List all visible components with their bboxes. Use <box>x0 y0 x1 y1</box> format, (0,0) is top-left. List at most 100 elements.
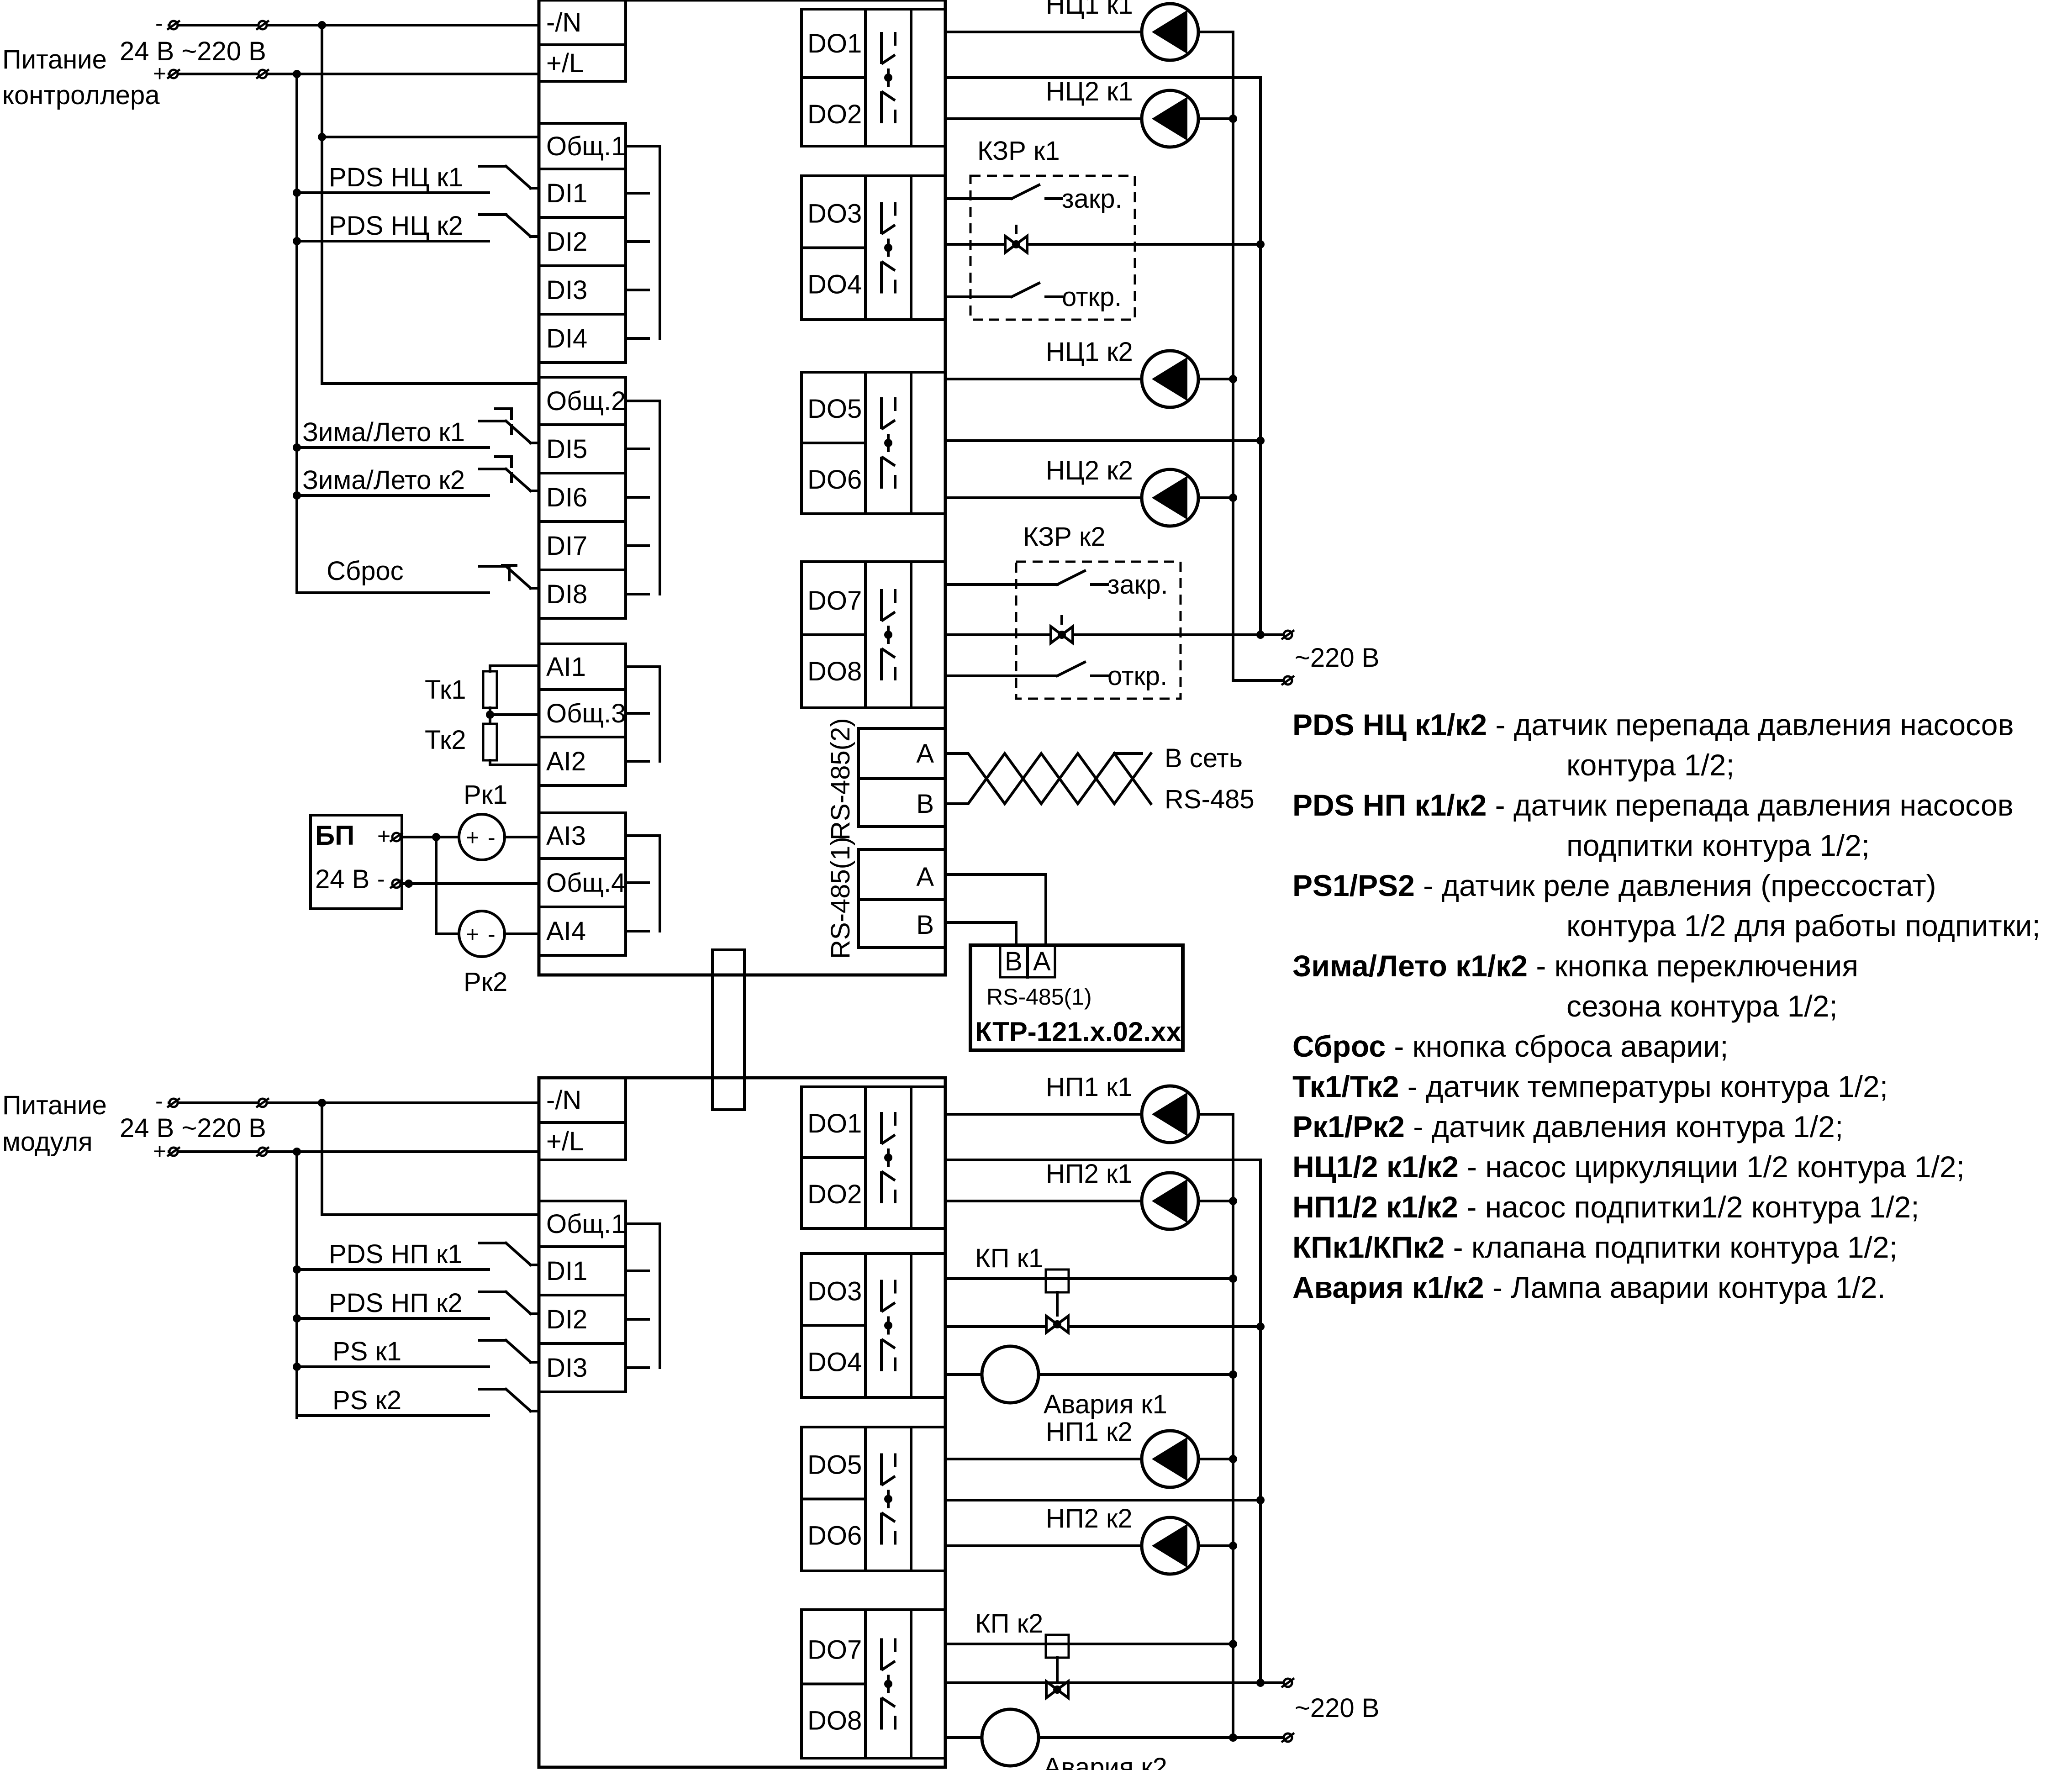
alarm-lamp-icon <box>980 1707 1040 1768</box>
controller-terminal-group-2 <box>538 122 627 364</box>
module-plus: + <box>153 1138 166 1164</box>
valve-open-label: откр. <box>1062 282 1122 312</box>
junction-dot <box>1229 1197 1237 1205</box>
terminal-slash <box>1281 674 1295 686</box>
controller-power-label-2: контроллера <box>2 80 160 110</box>
terminal-mark <box>389 831 404 843</box>
terminal-slash <box>255 19 270 31</box>
rs485-port2-label: RS-485(2) <box>826 718 855 840</box>
junction-dot <box>293 237 301 245</box>
junction-dot <box>318 21 326 29</box>
relay-contacts-icon <box>881 397 895 489</box>
module-output-DO6: DO6 <box>807 1521 862 1551</box>
pump-icon <box>1142 351 1198 407</box>
valve-actuator-box <box>1015 560 1182 700</box>
pressure-sensor-icon <box>458 910 506 958</box>
controller-terminal-AI4: AI4 <box>546 917 586 946</box>
sensor-pk2: Рк2 <box>464 967 507 997</box>
valve-actuator-box <box>969 174 1136 321</box>
controller-output-DO6: DO6 <box>807 465 862 495</box>
controller-terminal-DI6: DI6 <box>546 483 587 512</box>
bus-connector <box>711 948 746 1111</box>
junction-dot <box>1256 1322 1265 1331</box>
module-load-1: НП1 к1 <box>1046 1072 1133 1102</box>
relay-contacts-icon <box>881 589 895 680</box>
module-di-switch-blade <box>504 1338 533 1364</box>
terminal-mark <box>255 19 270 31</box>
controller-terminal-group-4 <box>538 643 627 787</box>
legend-continuation-2: подпитки контура 1/2; <box>1566 828 1870 862</box>
controller-input-4: Зима/Лето к2 <box>302 465 465 495</box>
module-load-6: НП2 к2 <box>1046 1504 1133 1533</box>
pressure-sensor-icon <box>458 813 506 861</box>
relay-contacts-icon <box>881 1454 895 1545</box>
module-terminal-Общ.1: Общ.1 <box>546 1209 626 1239</box>
terminal-slash <box>166 1097 181 1109</box>
wire-return-bus <box>1232 1113 1285 1739</box>
module-terminal-+/L: +/L <box>546 1127 584 1156</box>
controller-terminal-Общ.3: Общ.3 <box>546 699 626 728</box>
psu-plus: + <box>377 823 390 849</box>
legend-term: НП1/2 к1/к2 <box>1292 1190 1458 1224</box>
wire-phase-bus <box>1259 1159 1285 1684</box>
wire-tk2 <box>489 759 540 766</box>
controller-input-reset: Сброс <box>327 556 404 586</box>
module-di-switch-blade <box>504 1387 533 1413</box>
junction-dot <box>293 1314 301 1322</box>
legend-description: - датчик перепада давления насосов <box>1487 788 2013 822</box>
controller-load-6: КЗР к2 <box>1023 522 1106 552</box>
rs485-port1-box <box>857 848 947 949</box>
junction-dot <box>293 1363 301 1371</box>
terminal-slash <box>389 878 404 890</box>
legend-entry-3: PS1/PS2 - датчик реле давления (прессост… <box>1292 869 1936 902</box>
pump-icon <box>1142 90 1198 147</box>
controller-output-DO2: DO2 <box>807 100 862 129</box>
module-load-4: Авария к1 <box>1044 1390 1167 1419</box>
rs485-port1-b: B <box>916 910 934 940</box>
ktr-port-label: RS-485(1) <box>986 984 1092 1010</box>
terminal-slash <box>166 1146 181 1158</box>
controller-do-block-1 <box>800 8 947 148</box>
legend-term: Авария к1/к2 <box>1292 1270 1484 1304</box>
junction-dot <box>293 443 301 452</box>
controller-plus: + <box>153 61 166 86</box>
legend-description: - насос циркуляции 1/2 контура 1/2; <box>1459 1150 1965 1184</box>
junction-dot <box>1229 1733 1237 1742</box>
module-power-label-2: модуля <box>2 1127 93 1157</box>
legend-description: - датчик температуры контура 1/2; <box>1399 1069 1888 1103</box>
junction-dot <box>1229 1640 1237 1648</box>
controller-mains: ~220 В <box>1295 643 1379 673</box>
ktr-device-terminals <box>999 944 1056 979</box>
controller-terminal-+/L: +/L <box>546 48 584 78</box>
legend-entry-6: Тк1/Тк2 - датчик температуры контура 1/2… <box>1292 1069 1888 1103</box>
rs485-network-1: В сеть <box>1165 743 1243 773</box>
legend-entry-9: НП1/2 к1/к2 - насос подпитки1/2 контура … <box>1292 1190 1919 1224</box>
controller-terminal-DI3: DI3 <box>546 275 587 305</box>
terminal-mark <box>255 68 270 80</box>
sensor-tk2: Тк2 <box>425 725 466 755</box>
legend-entry-11: Авария к1/к2 - Лампа аварии контура 1/2. <box>1292 1270 1886 1304</box>
controller-terminal-DI2: DI2 <box>546 227 587 257</box>
controller-voltage: 24 В ~220 В <box>120 37 266 66</box>
valve-open-label: откр. <box>1107 661 1167 691</box>
controller-terminal-Общ.2: Общ.2 <box>546 386 626 416</box>
wire-common2 <box>321 136 540 385</box>
terminal-mark <box>166 68 181 80</box>
junction-dot <box>1229 494 1237 502</box>
module-load-7: КП к2 <box>975 1609 1043 1638</box>
wire-return-bus <box>1232 31 1285 682</box>
legend-entry-4: Зима/Лето к1/к2 - кнопка переключения <box>1292 949 1858 983</box>
terminal-mark <box>255 1146 270 1158</box>
controller-load-2: НЦ2 к1 <box>1046 77 1133 106</box>
junction-dot <box>1229 1542 1237 1550</box>
junction-dot <box>1229 1455 1237 1463</box>
controller-minus: - <box>155 11 163 36</box>
rs485-network-2: RS-485 <box>1165 785 1255 814</box>
kp-coil-icon <box>1044 1633 1070 1659</box>
junction-dot <box>1229 1370 1237 1379</box>
controller-load-3: КЗР к1 <box>977 136 1060 166</box>
junction-dot <box>432 833 440 841</box>
module-load-5: НП1 к2 <box>1046 1417 1133 1447</box>
module-load-2: НП2 к1 <box>1046 1159 1133 1189</box>
